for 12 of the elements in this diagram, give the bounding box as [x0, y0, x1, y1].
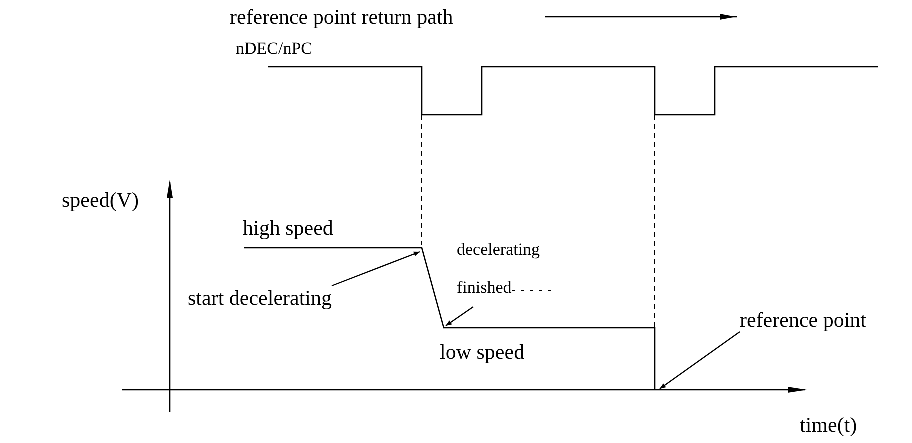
annotation-text: start decelerating — [188, 286, 332, 310]
leader-line — [332, 251, 420, 287]
annotation-text: reference point — [740, 308, 867, 332]
axis-label: time(t) — [800, 413, 858, 437]
signal-label: nDEC/nPC — [236, 38, 313, 60]
title-label: reference point return path — [230, 5, 454, 29]
annotation-text: decelerating finished — [457, 231, 567, 307]
axis-label: speed(V) — [62, 188, 139, 212]
leader-line — [660, 332, 740, 390]
leader-line — [446, 306, 474, 326]
curve-label: high speed — [243, 216, 334, 240]
curve-label: low speed — [440, 340, 525, 364]
